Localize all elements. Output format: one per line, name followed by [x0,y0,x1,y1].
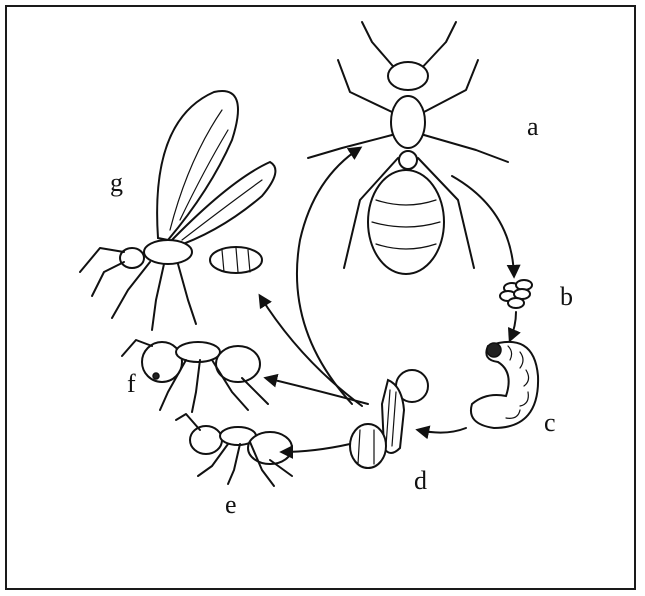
eggs-illustration [500,280,532,308]
stage-label-c: c [544,410,556,436]
worker-ant-e-illustration [176,414,292,486]
stage-label-d: d [414,468,427,494]
stage-label-f: f [127,371,136,397]
pupae-illustration [350,370,428,468]
stage-label-g: g [110,170,123,196]
larva-illustration [471,342,538,428]
stage-label-e: e [225,492,237,518]
worker-ant-f-illustration [122,340,268,412]
stage-label-a: a [527,114,539,140]
stage-label-b: b [560,284,573,310]
adult-ant-illustration [308,22,508,274]
winged-ant-illustration [80,91,275,330]
